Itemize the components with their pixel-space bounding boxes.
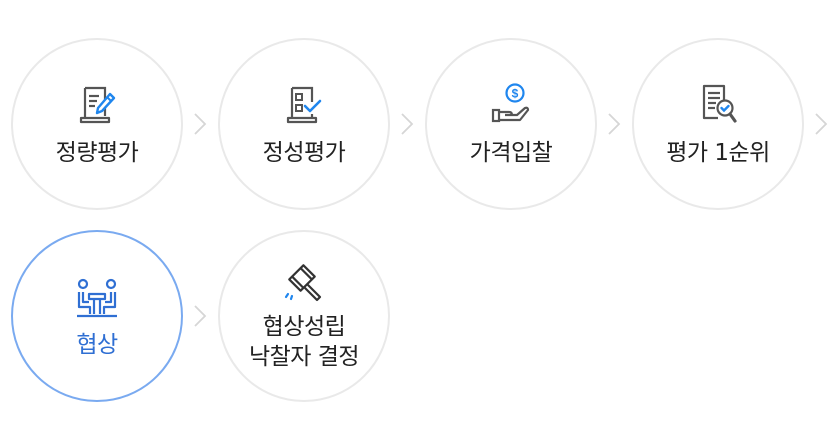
chevron-right-icon xyxy=(815,113,828,135)
step-label: 가격입찰 xyxy=(469,140,553,166)
chevron-right-icon xyxy=(401,113,414,135)
step-label: 정량평가 xyxy=(55,140,139,166)
step-winning-bidder-decision[interactable]: 협상성립 낙찰자 결정 xyxy=(218,230,390,402)
hand-dollar-coin-icon: $ xyxy=(491,83,530,123)
gavel-icon xyxy=(284,264,322,302)
chevron-right-icon xyxy=(608,113,621,135)
document-pencil-icon xyxy=(79,86,116,124)
document-magnifier-check-icon xyxy=(702,84,737,123)
step-top-ranked-evaluation[interactable]: 평가 1순위 xyxy=(632,38,804,210)
chevron-right-icon xyxy=(194,113,207,135)
step-label: 평가 1순위 xyxy=(666,140,770,166)
checklist-document-icon xyxy=(286,86,322,124)
chevron-right-icon xyxy=(194,305,207,327)
step-label: 정성평가 xyxy=(262,140,346,166)
step-label: 협상 xyxy=(76,332,118,358)
step-negotiation[interactable]: 협상 xyxy=(11,230,183,402)
step-quantitative-evaluation[interactable]: 정량평가 xyxy=(11,38,183,210)
step-price-bidding[interactable]: $ 가격입찰 xyxy=(425,38,597,210)
step-label: 협상성립 낙찰자 결정 xyxy=(248,314,360,370)
step-qualitative-evaluation[interactable]: 정성평가 xyxy=(218,38,390,210)
meeting-table-icon xyxy=(77,278,117,318)
svg-text:$: $ xyxy=(512,87,519,101)
